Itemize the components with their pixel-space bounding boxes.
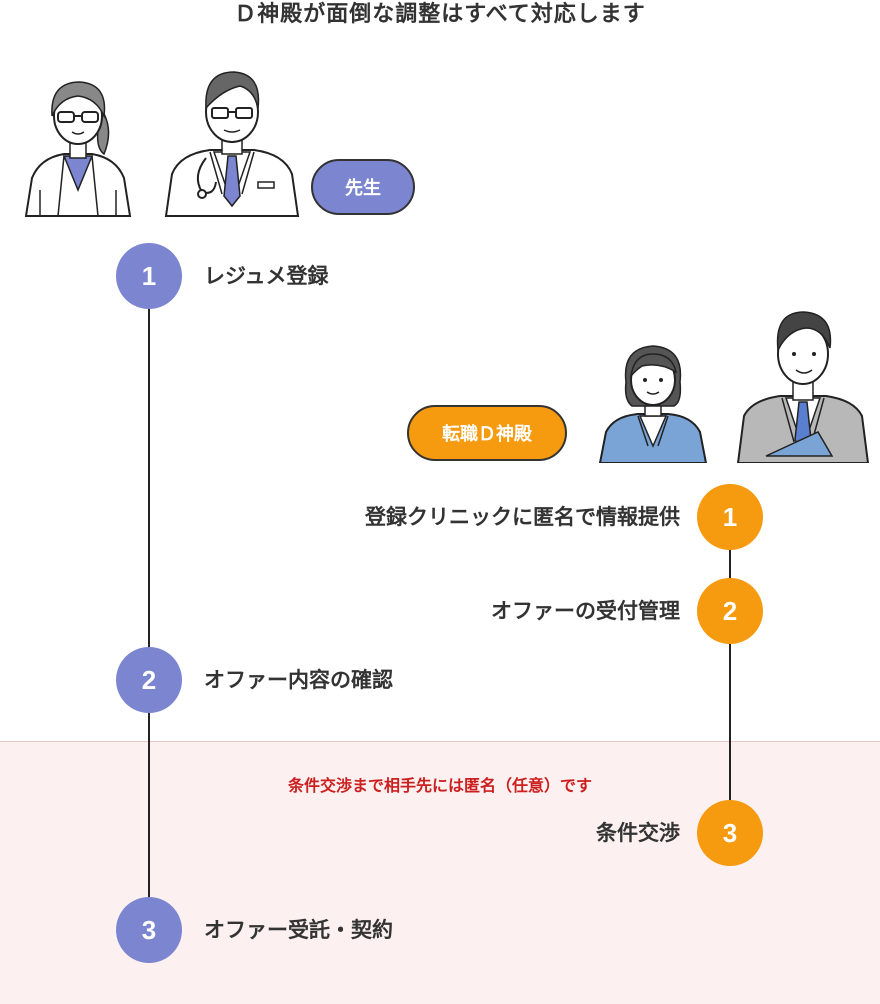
male-doctor-illustration: [162, 64, 302, 218]
agency-timeline-line: [729, 545, 731, 805]
doctor-step-1-label: レジュメ登録: [204, 264, 329, 288]
agency-step-2-number: 2: [697, 578, 763, 644]
agency-step-1-number: 1: [697, 484, 763, 550]
female-doctor-illustration: [18, 70, 138, 218]
male-agent-illustration: [736, 306, 870, 463]
page-title: Ｄ神殿が面倒な調整はすべて対応します: [234, 2, 646, 27]
agency-step-3-label: 条件交渉: [596, 821, 680, 845]
agency-step-2-label: オファーの受付管理: [491, 599, 680, 623]
doctor-step-2-label: オファー内容の確認: [204, 668, 393, 692]
doctor-timeline-line: [148, 305, 150, 905]
female-agent-illustration: [598, 336, 708, 463]
agency-step-3-number: 3: [697, 800, 763, 866]
doctor-step-1-number: 1: [116, 243, 182, 309]
doctor-badge: 先生: [311, 159, 415, 215]
anonymous-note: 条件交渉まで相手先には匿名（任意）です: [287, 776, 592, 795]
doctor-step-2-number: 2: [116, 647, 182, 713]
agency-step-1-label: 登録クリニックに匿名で情報提供: [365, 505, 680, 529]
doctor-step-3-label: オファー受託・契約: [204, 918, 393, 942]
agency-badge: 転職Ｄ神殿: [407, 405, 567, 461]
doctor-step-3-number: 3: [116, 897, 182, 963]
